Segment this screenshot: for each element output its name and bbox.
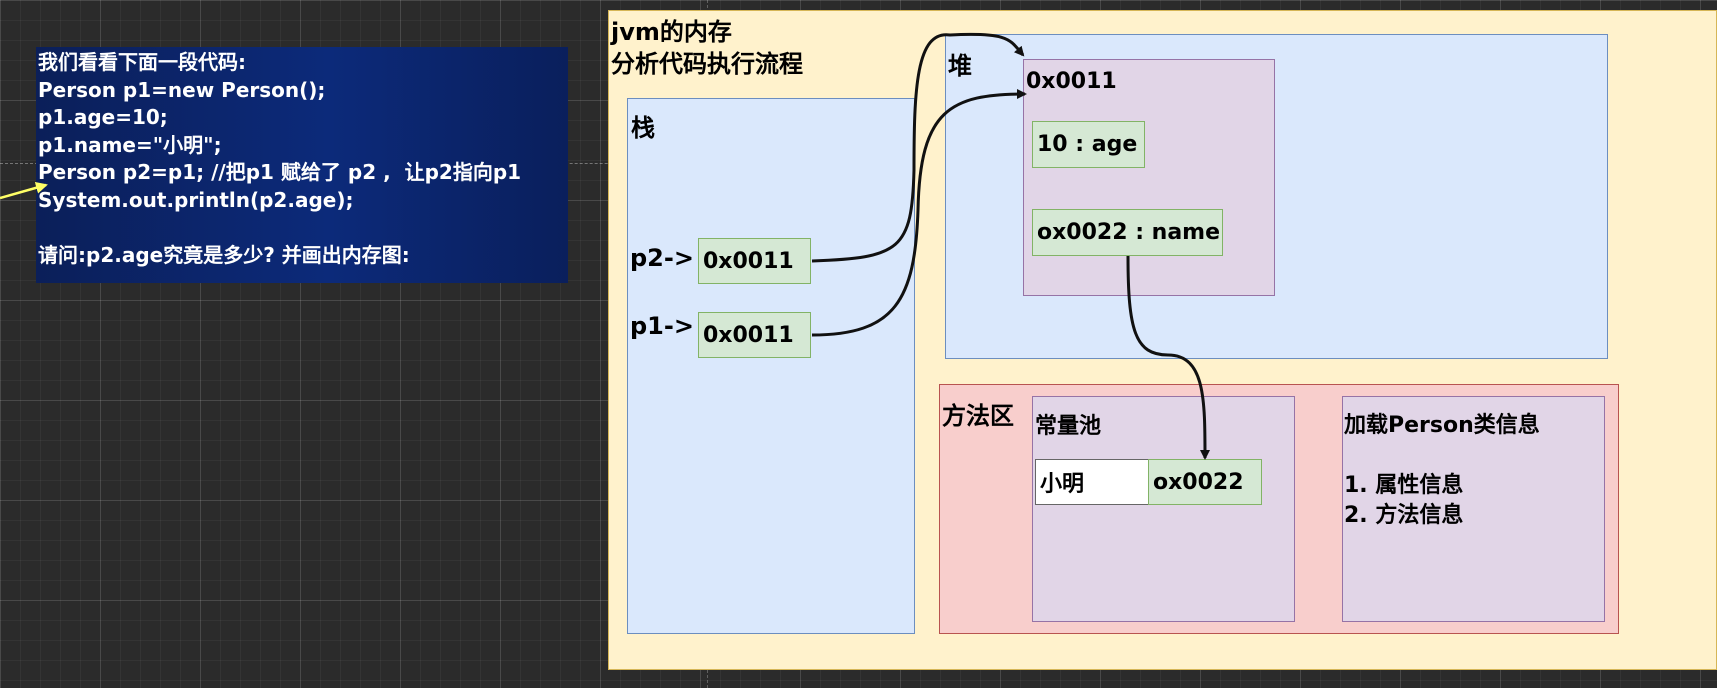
class-info-title: 加载Person类信息 [1344, 413, 1540, 438]
class-info-item-attributes: 1. 属性信息 [1344, 473, 1464, 498]
constant-pool[interactable] [1032, 396, 1295, 622]
code-line: p1.age=10; [38, 105, 168, 129]
heap-name-field[interactable]: ox0022 : name [1032, 209, 1223, 256]
heap-title: 堆 [948, 52, 972, 80]
stack-title: 栈 [631, 114, 655, 142]
stack-region[interactable] [627, 98, 915, 634]
code-line: Person p1=new Person(); [38, 77, 326, 102]
arrow-name-to-constant-pool [1126, 255, 1210, 460]
code-line: 请问:p2.age究竟是多少? 并画出内存图: [38, 242, 410, 267]
stack-p2-label: p2-> [630, 244, 694, 272]
constant-pool-string-cell[interactable]: 小明 [1035, 459, 1149, 505]
jvm-title-line1: jvm的内存 [611, 18, 732, 46]
arrow-p1-to-heap-object [811, 89, 1027, 337]
heap-age-field[interactable]: 10 : age [1032, 121, 1145, 168]
code-line: Person p2=p1; //把p1 赋给了 p2 , 让p2指向p1 [38, 160, 522, 184]
stack-p2-cell[interactable]: 0x0011 [698, 238, 811, 284]
arrow-p2-to-heap-object [811, 32, 1025, 263]
heap-object-address: 0x0011 [1026, 69, 1117, 94]
arrow-pointer-to-code [0, 181, 48, 200]
code-snippet-panel[interactable]: 我们看看下面一段代码: Person p1=new Person(); p1.a… [36, 47, 568, 283]
stack-p1-cell[interactable]: 0x0011 [698, 312, 811, 358]
constant-pool-title: 常量池 [1035, 414, 1102, 439]
stack-p1-label: p1-> [630, 312, 694, 340]
code-line: 我们看看下面一段代码: [38, 50, 246, 74]
jvm-title-line2: 分析代码执行流程 [611, 50, 803, 78]
heap-person-object[interactable] [1023, 59, 1275, 296]
class-info-item-methods: 2. 方法信息 [1344, 503, 1464, 528]
class-info-box[interactable] [1342, 396, 1605, 622]
method-area-title: 方法区 [942, 402, 1014, 430]
code-line: System.out.println(p2.age); [38, 187, 354, 212]
code-line: p1.name="小明"; [38, 132, 222, 157]
jvm-title: jvm的内存 分析代码执行流程 [611, 16, 803, 80]
